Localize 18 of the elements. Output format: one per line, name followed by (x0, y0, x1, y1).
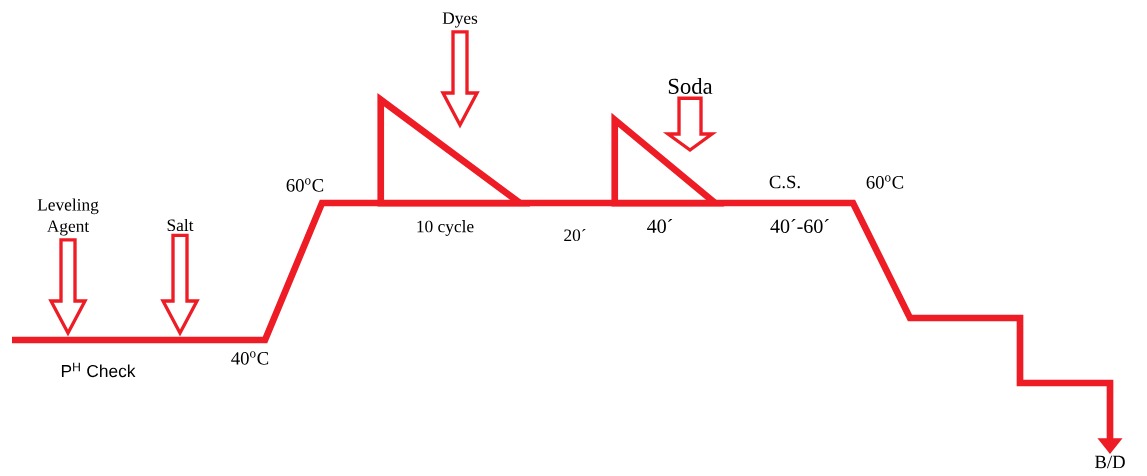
step-label: Leveling Agent (37, 198, 99, 236)
annotation-label: 40´-60´ (770, 218, 829, 234)
annotation-label: 60$^{o}$C (866, 175, 904, 189)
annotation-label: 40$^{o}$C (231, 351, 269, 365)
step-label: Dyes (442, 12, 478, 28)
annotation-label: 40´ (647, 218, 673, 234)
annotation-label: 60$^{o}$C (286, 178, 324, 192)
annotation-label: P$^{H}$ Check (61, 362, 136, 378)
addition-arrow (48, 238, 88, 337)
annotation-label: 10 cycle (417, 220, 474, 236)
addition-arrow (662, 96, 718, 153)
addition-arrow (160, 233, 200, 337)
step-label: B/D (1095, 455, 1125, 469)
step-label: Salt (167, 218, 194, 232)
addition-arrow (440, 30, 480, 129)
step-label: Soda (668, 78, 713, 94)
annotation-label: C.S. (769, 175, 800, 189)
annotation-label: 20´ (564, 228, 586, 242)
